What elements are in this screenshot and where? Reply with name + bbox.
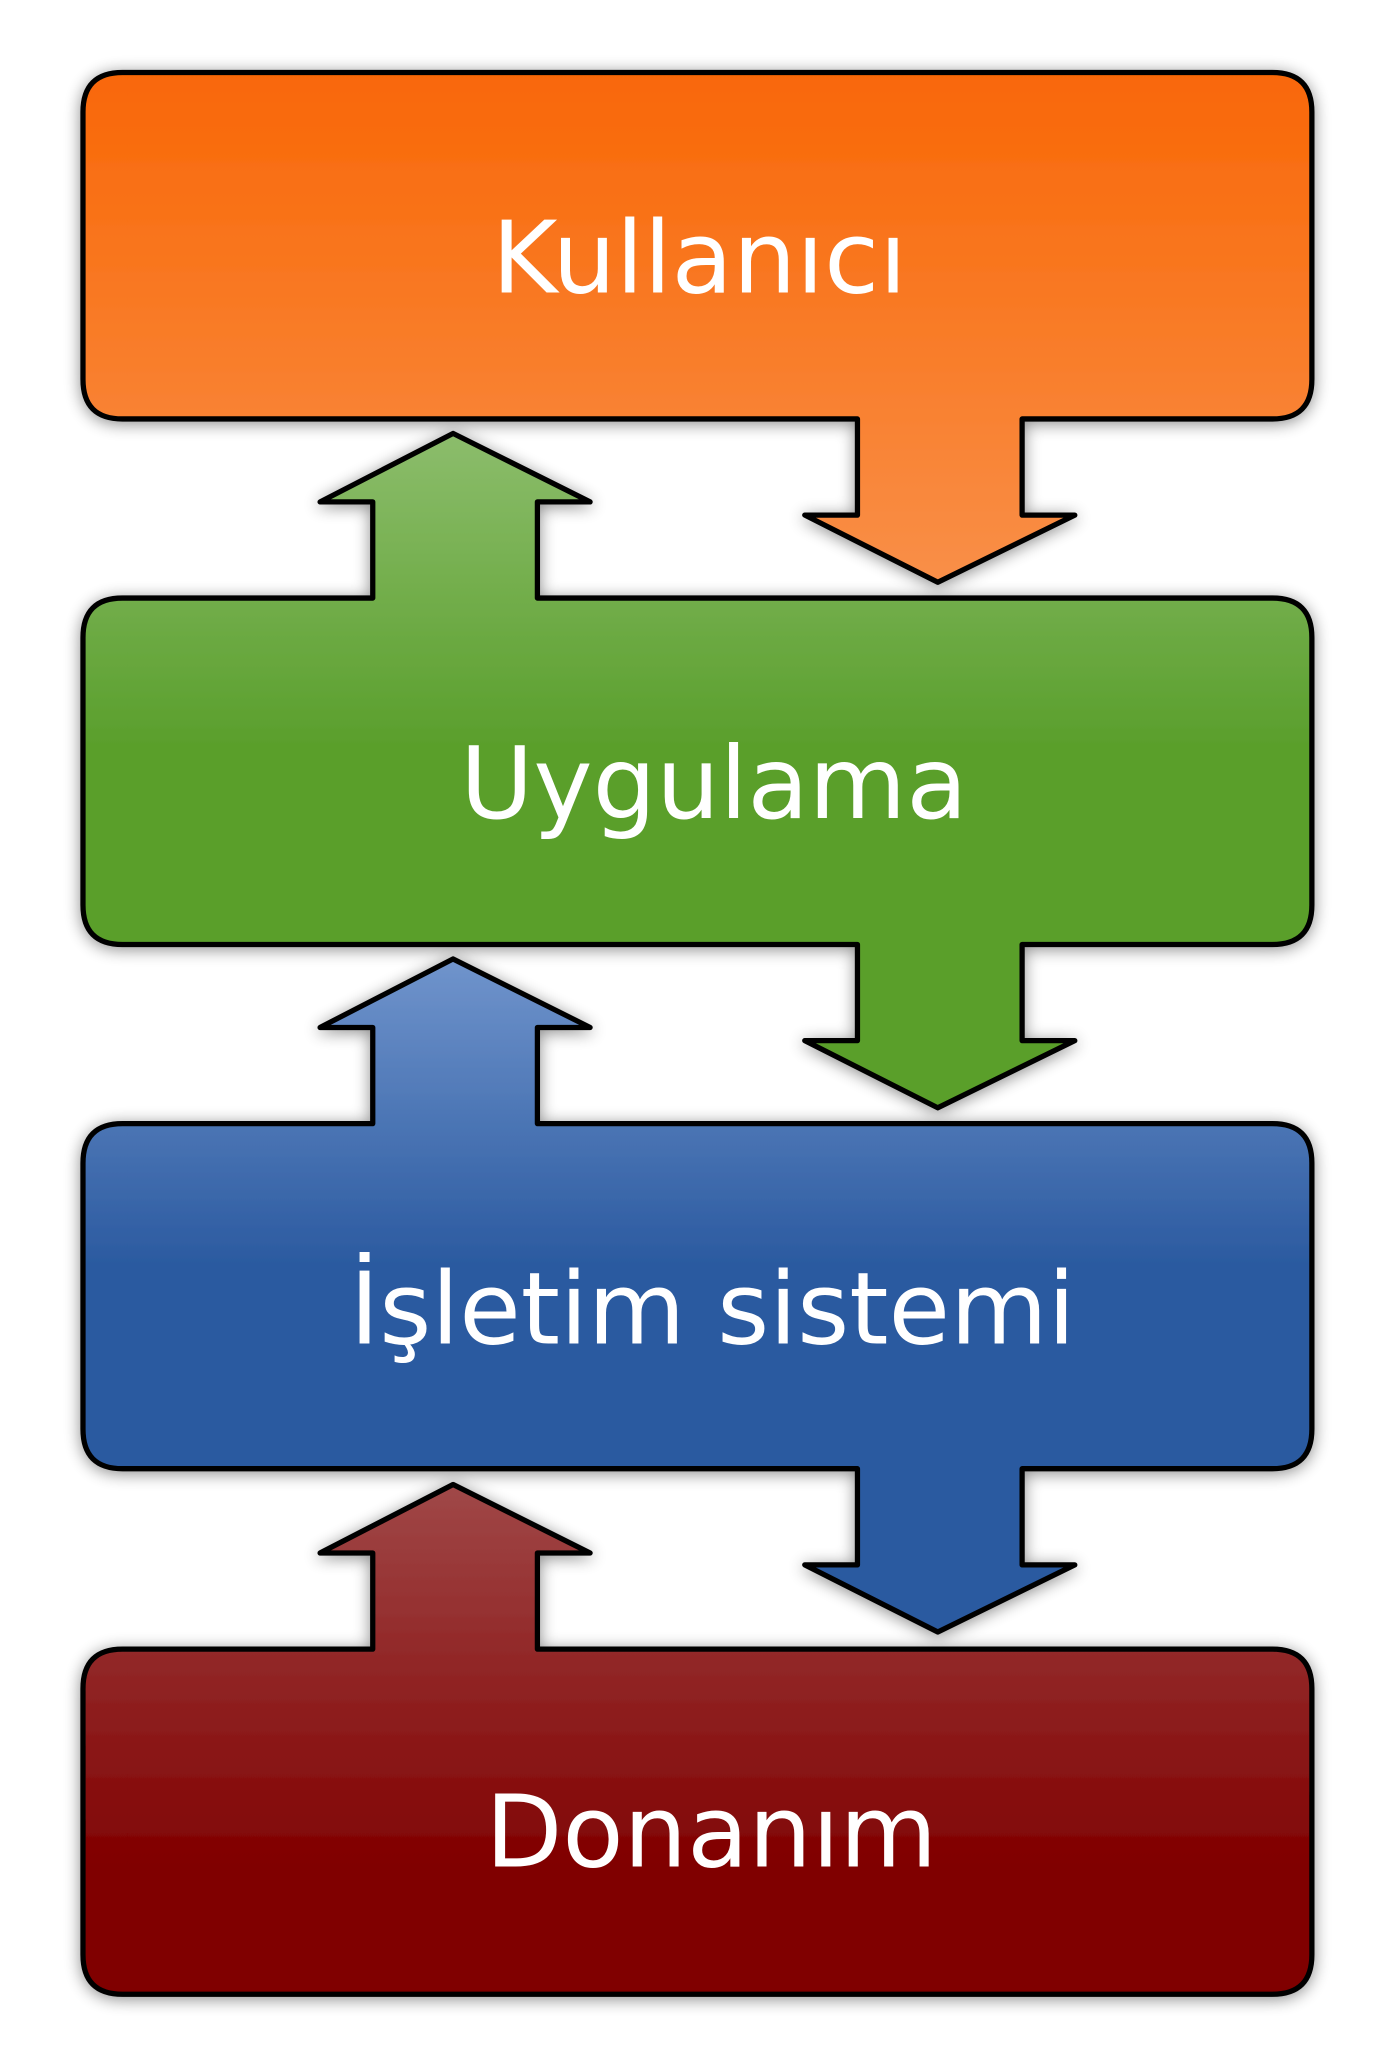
label-operating-system: İşletim sistemi [350, 1251, 1076, 1368]
layer-operating-system [80, 956, 1315, 1635]
os-box-with-arrows [80, 956, 1315, 1635]
layer-user [80, 69, 1315, 585]
layer-application [80, 430, 1315, 1111]
label-user: Kullanıcı [492, 199, 907, 316]
hardware-box-with-up-arrow [80, 1481, 1315, 1997]
user-box-with-down-arrow [80, 69, 1315, 585]
layer-hardware [80, 1481, 1315, 1997]
application-box-with-arrows [80, 430, 1315, 1111]
label-application: Uygulama [460, 725, 967, 842]
label-hardware: Donanım [485, 1773, 937, 1890]
